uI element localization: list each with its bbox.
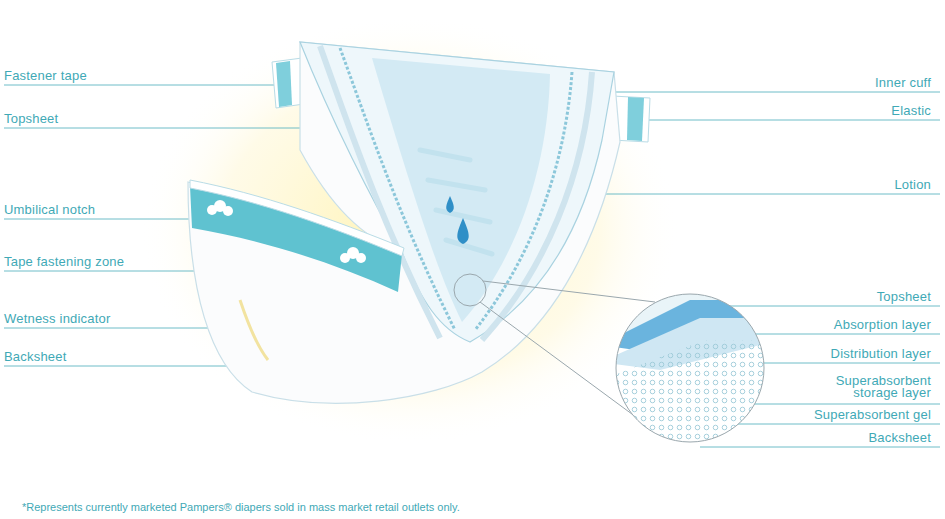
part-label: Elastic	[891, 103, 931, 118]
part-label: Topsheet	[4, 111, 58, 126]
part-label: Wetness indicator	[4, 311, 111, 326]
part-label: Superabsorbent gel	[814, 407, 931, 422]
part-label: Distribution layer	[831, 346, 931, 361]
part-label: Absorption layer	[834, 317, 931, 332]
part-label: Backsheet	[4, 349, 67, 364]
part-label: Backsheet	[868, 430, 931, 445]
part-label: Inner cuff	[875, 75, 931, 90]
part-label: Superabsorbent storage layer	[813, 375, 931, 399]
part-label: Fastener tape	[4, 68, 87, 83]
part-label: Lotion	[894, 177, 931, 192]
part-label: Tape fastening zone	[4, 254, 124, 269]
part-label: Topsheet	[877, 289, 931, 304]
part-label: Umbilical notch	[4, 202, 95, 217]
footnote-caption: *Represents currently marketed Pampers® …	[22, 501, 460, 513]
